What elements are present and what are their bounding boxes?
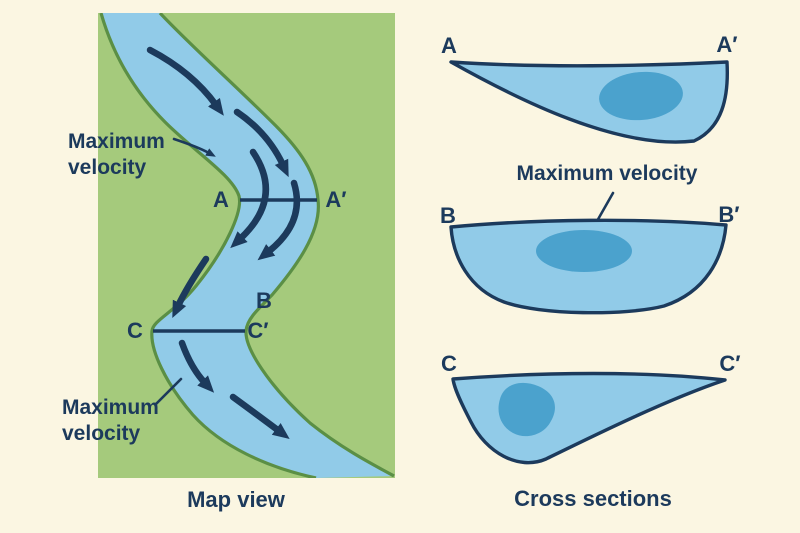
section-c-outline: [451, 371, 727, 465]
max-velocity-bottom-label-line2: velocity: [62, 422, 141, 445]
section-b-left-label: B: [440, 203, 456, 228]
section-a-outline: [449, 60, 730, 144]
flow-arrow: [233, 108, 289, 178]
flow-arrow: [229, 393, 290, 440]
cross-section-a: A A′: [441, 32, 738, 144]
cross-sections-caption: Cross sections: [514, 486, 672, 511]
map-view-panel: Maximum velocity Maximum velocity A A′ B…: [62, 13, 395, 512]
map-view-caption: Map view: [187, 487, 286, 512]
map-point-a-prime: A′: [325, 187, 346, 212]
river-left-bank: [99, 13, 317, 478]
section-c-max-velocity-zone: [498, 382, 555, 437]
map-point-c-prime: C′: [247, 318, 268, 343]
max-velocity-top-label-line2: velocity: [68, 156, 147, 179]
map-point-c: C: [127, 318, 143, 343]
map-point-b: B: [256, 288, 272, 313]
sections-max-velocity-label: Maximum velocity: [517, 162, 698, 185]
cross-sections-panel: A A′ Maximum velocity B B′ C C′ Cross se…: [440, 32, 741, 511]
max-velocity-bottom-label-line1: Maximum: [62, 396, 159, 419]
max-velocity-top-label-line1: Maximum: [68, 130, 165, 153]
flow-arrow: [172, 255, 210, 319]
section-c-left-label: C: [441, 351, 457, 376]
flow-arrow: [178, 339, 215, 393]
max-velocity-pointer-line: [154, 377, 183, 406]
map-point-a: A: [213, 187, 229, 212]
cross-section-b: B B′: [440, 202, 740, 315]
flow-arrows: [146, 46, 301, 440]
river-right-bank: [158, 13, 395, 478]
max-velocity-pointer-arrow: [172, 137, 216, 157]
section-b-right-label: B′: [718, 202, 739, 227]
section-a-max-velocity-zone: [599, 71, 683, 121]
section-c-right-label: C′: [719, 351, 740, 376]
cross-section-c: C C′: [441, 351, 741, 465]
section-a-right-label: A′: [716, 32, 737, 57]
section-a-left-label: A: [441, 33, 457, 58]
flow-arrow: [146, 46, 224, 116]
section-b-max-velocity-zone: [536, 230, 632, 272]
flow-arrow: [230, 148, 269, 249]
flow-arrow: [257, 179, 301, 261]
